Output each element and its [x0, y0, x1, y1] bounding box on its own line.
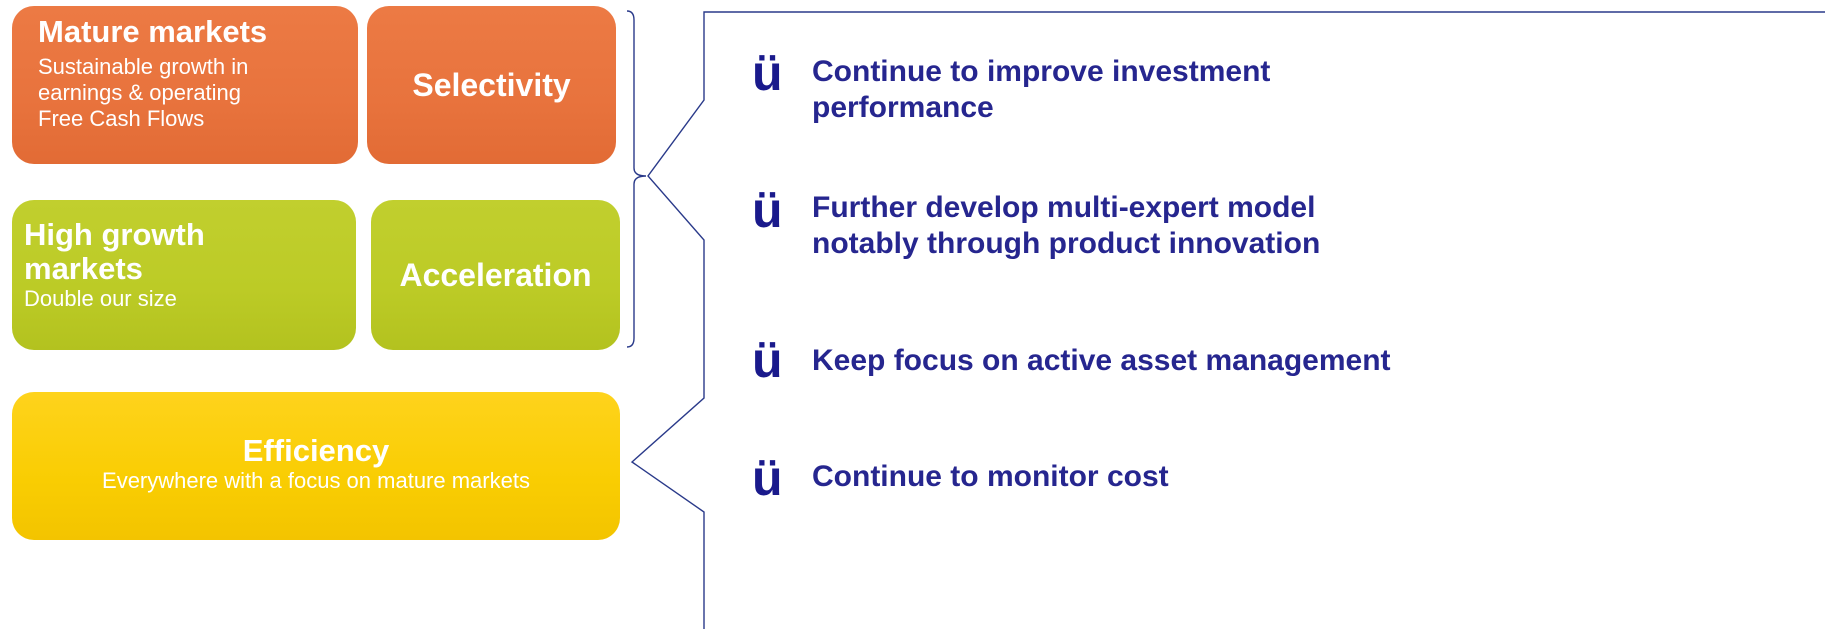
- mature-subtitle-line: Sustainable growth in: [38, 54, 249, 79]
- high-growth-title-line: High growth: [24, 217, 205, 252]
- check-icon: ü: [752, 332, 783, 388]
- acceleration-label: Acceleration: [399, 256, 592, 293]
- check-icon: ü: [752, 45, 783, 101]
- bullet-item: ü Further develop multi-expert model not…: [752, 183, 1320, 262]
- bullet-text: Keep focus on active asset management: [812, 333, 1391, 379]
- selectivity-box: Selectivity: [367, 6, 616, 164]
- callout-outline: [630, 11, 1825, 629]
- bullet-text: Further develop multi-expert model notab…: [812, 183, 1320, 262]
- acceleration-box: Acceleration: [371, 200, 620, 350]
- bullet-item: ü Continue to improve investment perform…: [752, 46, 1270, 126]
- bullet-text: Continue to improve investment performan…: [812, 46, 1270, 126]
- bullet-item: ü Keep focus on active asset management: [752, 333, 1391, 387]
- bullet-line: Further develop multi-expert model: [812, 191, 1316, 224]
- high-growth-title-line: markets: [24, 251, 143, 286]
- high-growth-subtitle: Double our size: [24, 286, 177, 311]
- bullet-line: Continue to monitor cost: [812, 460, 1169, 493]
- bullet-text: Continue to monitor cost: [812, 451, 1169, 495]
- efficiency-box: Efficiency Everywhere with a focus on ma…: [12, 392, 620, 540]
- bullet-line: Keep focus on active asset management: [812, 344, 1391, 377]
- bullet-line: Continue to improve investment: [812, 55, 1271, 88]
- mature-markets-subtitle: Sustainable growth in earnings & operati…: [38, 54, 358, 132]
- bullet-item: ü Continue to monitor cost: [752, 451, 1169, 505]
- bullet-line: performance: [812, 91, 994, 124]
- bullet-line: notably through product innovation: [812, 227, 1321, 260]
- efficiency-subtitle: Everywhere with a focus on mature market…: [102, 468, 530, 493]
- mature-markets-title: Mature markets: [38, 14, 268, 49]
- selectivity-label: Selectivity: [412, 66, 571, 103]
- high-growth-markets-box: High growth markets Double our size: [12, 200, 356, 350]
- check-icon: ü: [752, 182, 783, 238]
- curly-brace: [626, 10, 647, 348]
- mature-subtitle-line: Free Cash Flows: [38, 106, 205, 131]
- mature-markets-box: Mature markets Sustainable growth in ear…: [12, 6, 358, 164]
- efficiency-title: Efficiency: [242, 433, 390, 468]
- high-growth-title: High growth markets: [24, 218, 356, 286]
- mature-subtitle-line: earnings & operating: [38, 80, 242, 105]
- check-icon: ü: [752, 450, 783, 506]
